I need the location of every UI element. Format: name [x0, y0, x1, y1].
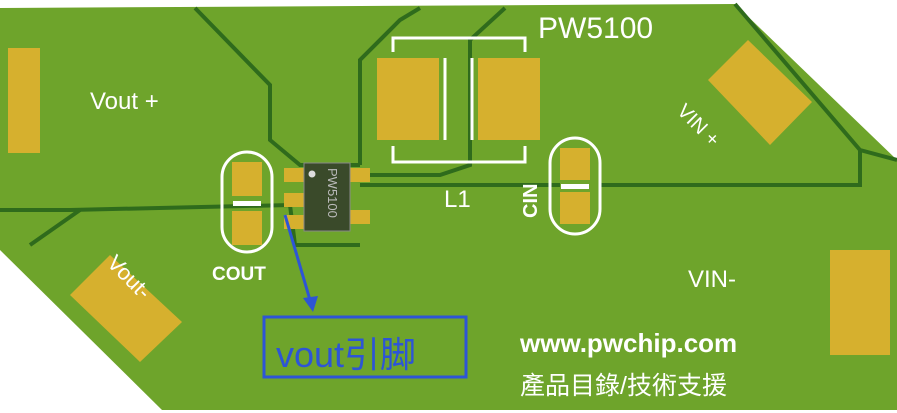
- board-title: PW5100: [538, 12, 654, 45]
- website-text: www.pwchip.com: [520, 328, 738, 358]
- label-cin: CIN: [520, 183, 542, 218]
- pin1-dot: [308, 170, 316, 178]
- pads: [8, 40, 890, 362]
- chip-marking: PW5100: [325, 168, 340, 218]
- annotation-label: vout引脚: [276, 334, 417, 375]
- support-text: 產品目錄/技術支援: [520, 372, 727, 400]
- label-vin-minus: VIN-: [688, 266, 736, 293]
- annotation-box: [262, 315, 468, 379]
- annotation-arrow: [283, 214, 312, 301]
- arrow-head-icon: [303, 296, 318, 312]
- label-cout: COUT: [212, 264, 266, 285]
- board-outline: [0, 4, 897, 410]
- label-l1: L1: [444, 186, 471, 213]
- label-vout-plus: Vout +: [90, 88, 159, 115]
- silkscreen: [220, 36, 602, 254]
- cin-polarity-mark: [561, 184, 589, 189]
- cout-polarity-mark: [233, 201, 261, 206]
